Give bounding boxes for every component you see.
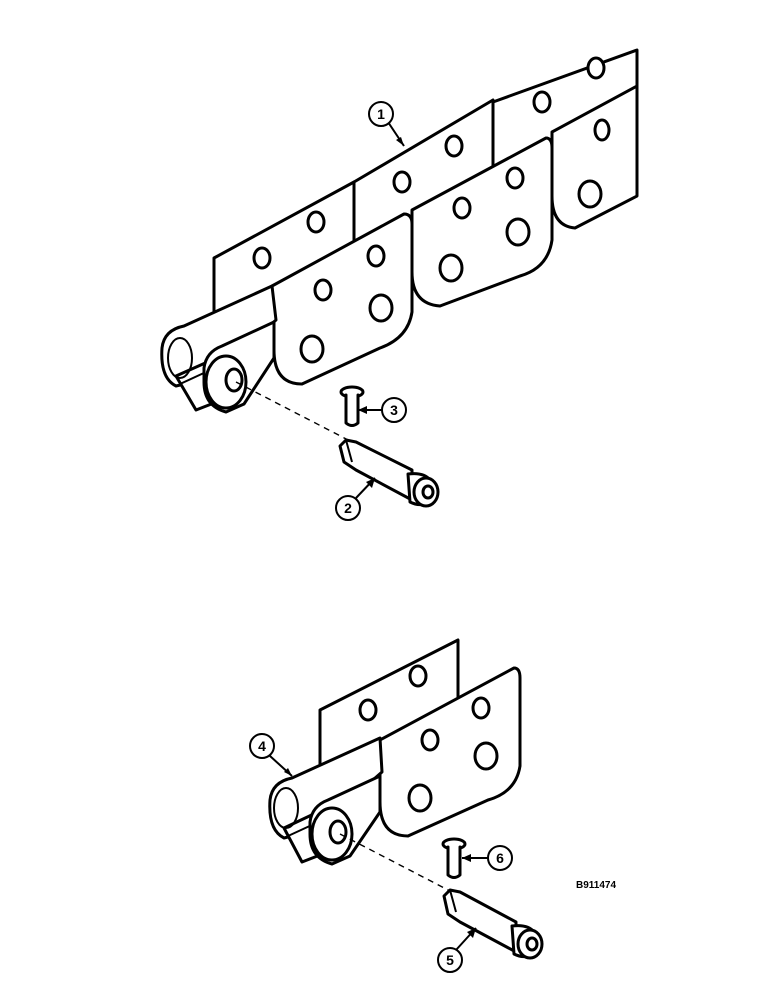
- callout-2: 2: [335, 477, 376, 521]
- callout-4-number: 4: [258, 738, 266, 754]
- callout-3-number: 3: [390, 402, 398, 418]
- callout-1-number: 1: [377, 106, 385, 122]
- callout-1: 1: [368, 101, 405, 147]
- callout-4: 4: [249, 733, 293, 777]
- chain-assembly-short: [268, 638, 544, 960]
- cotter-pin: [441, 837, 467, 879]
- end-link-front: [273, 774, 382, 866]
- chain-assembly-long: [160, 48, 639, 508]
- end-link-back: [160, 284, 278, 388]
- end-link-front: [167, 320, 276, 414]
- cotter-pin: [339, 385, 365, 427]
- callout-5-number: 5: [446, 952, 454, 968]
- front-plate: [270, 212, 414, 386]
- front-plate: [378, 666, 522, 838]
- callout-3: 3: [358, 397, 407, 423]
- callout-6-number: 6: [496, 850, 504, 866]
- callout-6: 6: [462, 845, 513, 871]
- callout-5: 5: [437, 927, 477, 973]
- front-plate: [410, 136, 554, 308]
- connecting-pin: [442, 888, 544, 960]
- figure-id: B911474: [576, 880, 616, 891]
- callout-2-number: 2: [344, 500, 352, 516]
- connecting-pin: [338, 438, 440, 508]
